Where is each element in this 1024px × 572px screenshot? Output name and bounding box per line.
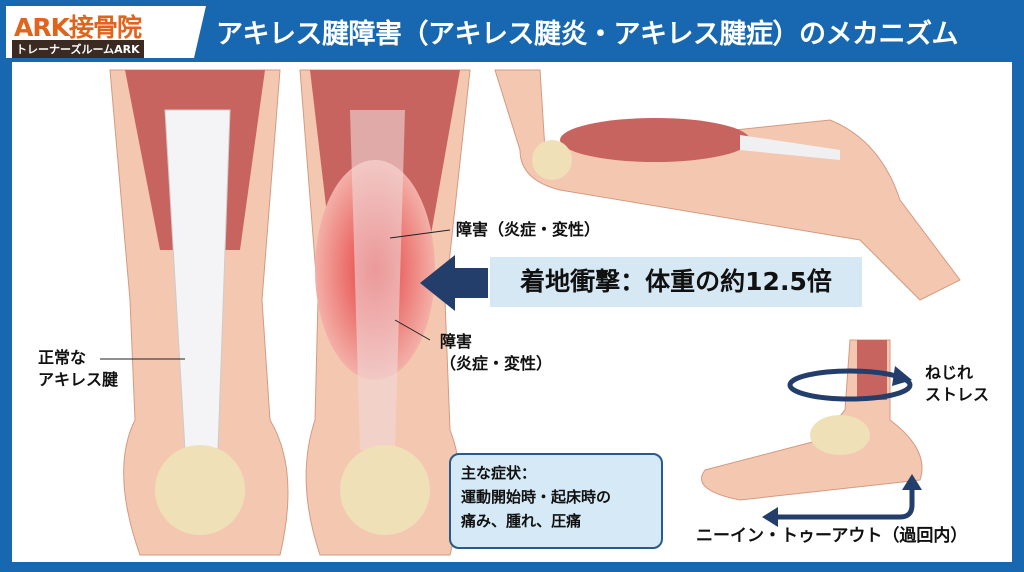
injured-leg-illustration — [299, 69, 471, 556]
symptoms-line: 痛み、腫れ、圧痛 — [461, 512, 582, 530]
label-normal: 正常な アキレス腱 — [38, 347, 118, 391]
label-twist-line2: ストレス — [925, 385, 990, 404]
label-normal-line2: アキレス腱 — [38, 370, 119, 389]
label-twist-line1: ねじれ — [925, 363, 974, 382]
label-injury-upper: 障害（炎症・変性） — [456, 220, 601, 239]
label-injury-lower-line2: （炎症・変性） — [440, 354, 553, 373]
impact-callout: 着地衝撃：体重の約12.5倍 — [490, 257, 862, 307]
label-twist: ねじれ ストレス — [925, 362, 989, 406]
symptoms-line: 運動開始時・起床時の — [461, 488, 612, 506]
foot-illustration — [701, 339, 923, 501]
logo-name: ARK接骨院 — [14, 13, 142, 42]
twist-arrow-icon — [787, 368, 913, 402]
symptoms-heading: 主な症状： — [461, 464, 537, 482]
label-knee-in-toe-out: ニーイン・トゥーアウト（過回内） — [696, 526, 968, 546]
pronation-arrow-icon — [775, 485, 915, 520]
logo: ARK接骨院 トレーナーズルームARK — [6, 6, 206, 58]
side-leg-illustration — [494, 69, 961, 301]
symptoms-box: 主な症状： 運動開始時・起床時の 痛み、腫れ、圧痛 — [449, 453, 663, 549]
label-injury-lower-line1: 障害 — [440, 332, 473, 351]
label-normal-line1: 正常な — [38, 348, 87, 367]
impact-arrow-icon — [420, 255, 488, 311]
pointer-line-injury-lower — [394, 319, 431, 341]
page-title: アキレス腱障害（アキレス腱炎・アキレス腱症）のメカニズム — [216, 19, 959, 50]
logo-subtitle: トレーナーズルームARK — [12, 40, 144, 58]
pointer-line-injury-upper — [389, 229, 451, 239]
label-injury-lower: 障害 （炎症・変性） — [440, 331, 552, 375]
normal-leg-illustration — [109, 69, 289, 556]
